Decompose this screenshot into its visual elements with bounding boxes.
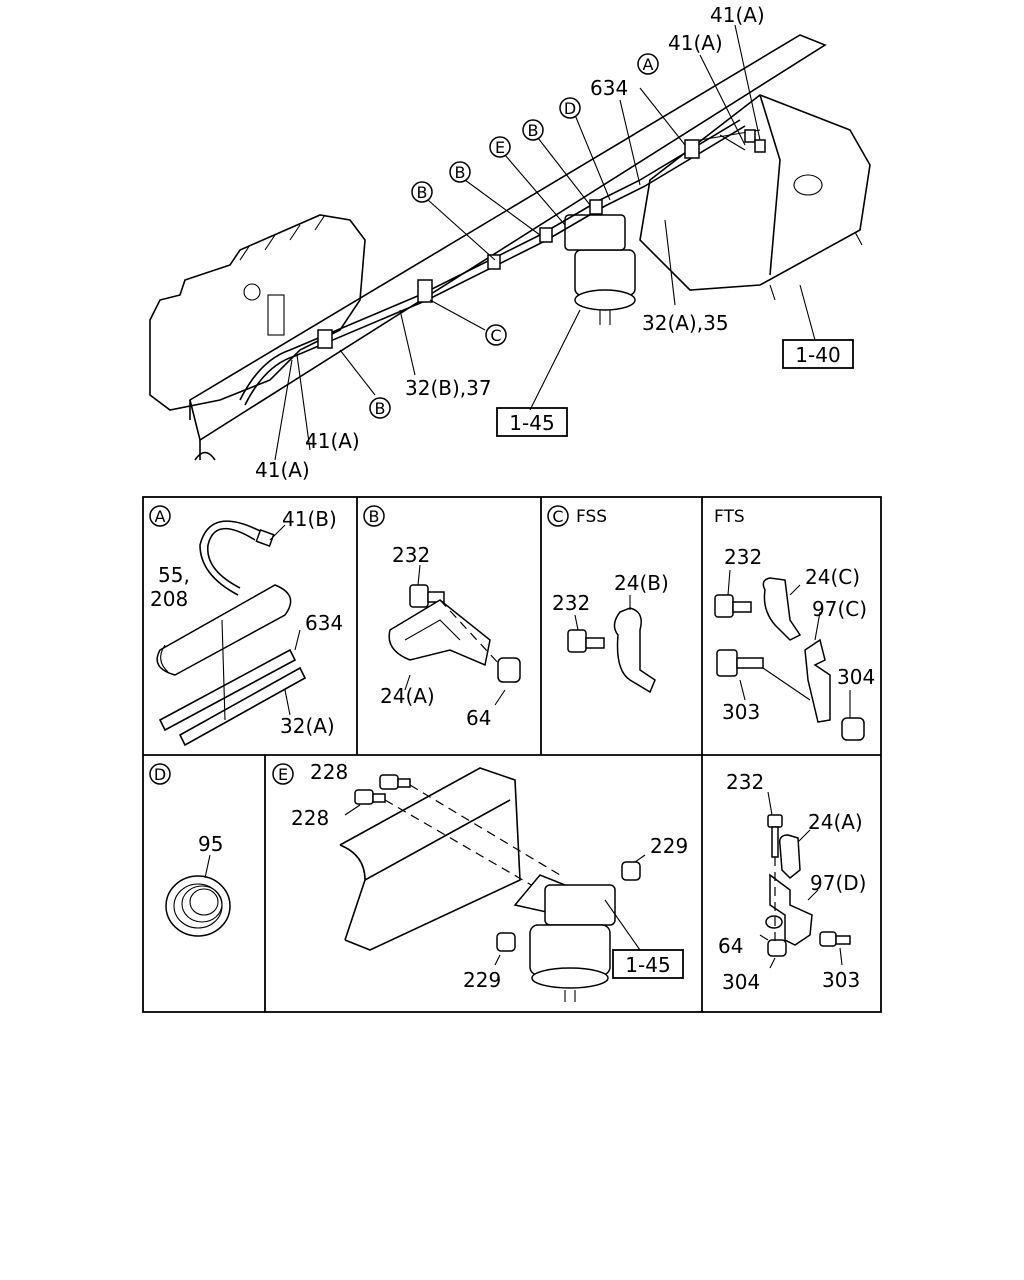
label-a-band: 41(B) — [282, 507, 337, 531]
label-clip-41a-top2: 41(A) — [668, 31, 723, 55]
label-b-clip: 24(A) — [380, 684, 435, 708]
label-a-pipe: 32(A) — [280, 714, 335, 738]
callout-c: C — [490, 326, 501, 345]
panel-d-callout: D — [154, 765, 166, 784]
label-b-nut: 64 — [466, 706, 491, 730]
detail-grid — [142, 496, 882, 1013]
panel-e: E 228 228 229 229 1-45 — [272, 760, 688, 1002]
label-a-tube: 55, — [158, 563, 190, 587]
panel-d: D 95 — [149, 763, 231, 937]
panel-a-callout: A — [155, 507, 166, 526]
callout-b3: B — [417, 183, 428, 202]
callout-b4: B — [375, 399, 386, 418]
callout-a: A — [643, 55, 654, 74]
panel-e-callout: E — [278, 765, 288, 784]
ref-tank: 1-40 — [795, 343, 840, 367]
label-c-fss-bolt: 232 — [552, 591, 590, 615]
panel-b-callout: B — [369, 507, 380, 526]
filter-overview — [564, 214, 636, 325]
label-e-nut1: 229 — [650, 834, 688, 858]
overview-labels: 41(A) 41(A) 634 32(A),35 32(B),37 41(A) … — [255, 3, 765, 482]
overview-illustration — [149, 24, 871, 461]
label-b-bolt: 232 — [392, 543, 430, 567]
label-clip-41a-bot2: 41(A) — [255, 458, 310, 482]
overview-callouts: A D B E B B C B — [369, 53, 659, 419]
ref-filter-box: 1-45 — [496, 407, 568, 437]
label-e-bolt1: 228 — [310, 760, 348, 784]
callout-b2: B — [455, 163, 466, 182]
label-e-nut2: 229 — [463, 968, 501, 992]
ref-tank-box: 1-40 — [782, 339, 854, 369]
label-f-clip: 24(A) — [808, 810, 863, 834]
panel-f: 232 24(A) 97(D) 64 304 303 — [718, 770, 866, 994]
label-f-bolt2: 303 — [822, 968, 860, 992]
label-c-fts-nut: 304 — [837, 665, 875, 689]
callout-d: D — [564, 99, 576, 118]
label-pipe-32a-35: 32(A),35 — [642, 311, 729, 335]
panel-c-fss: C FSS 24(B) 232 — [547, 505, 669, 694]
panel-c-fts-variant: FTS — [714, 507, 745, 527]
panel-a: A 41(B) 55, 208 634 32(A) — [149, 505, 343, 747]
label-f-nut2: 304 — [722, 970, 760, 994]
label-c-fts-clip: 24(C) — [805, 565, 860, 589]
label-f-bracket: 97(D) — [810, 871, 866, 895]
label-pipe-32b-37: 32(B),37 — [405, 376, 492, 400]
label-c-fts-bolt2: 303 — [722, 700, 760, 724]
callout-b1: B — [528, 121, 539, 140]
label-f-nut: 64 — [718, 934, 743, 958]
label-hose-634: 634 — [590, 76, 628, 100]
label-e-bolt2: 228 — [291, 806, 329, 830]
label-clip-41a-bot1: 41(A) — [305, 429, 360, 453]
label-f-bolt: 232 — [726, 770, 764, 794]
ref-e-filter: 1-45 — [625, 953, 670, 977]
label-d-grommet: 95 — [198, 832, 223, 856]
label-clip-41a-top1: 41(A) — [710, 3, 765, 27]
panel-c-fts: FTS 232 24(C) 97(C) 304 303 — [714, 507, 875, 741]
callout-e: E — [495, 138, 505, 157]
label-c-fts-bracket: 97(C) — [812, 597, 867, 621]
label-a-tube2: 208 — [150, 587, 188, 611]
panel-b: B 232 24(A) 64 — [363, 505, 521, 730]
panel-c-callout: C — [552, 507, 563, 526]
label-a-hose: 634 — [305, 611, 343, 635]
label-c-fss-clip: 24(B) — [614, 571, 669, 595]
panel-c-fss-variant: FSS — [576, 507, 607, 527]
label-c-fts-bolt: 232 — [724, 545, 762, 569]
ref-filter: 1-45 — [509, 411, 554, 435]
